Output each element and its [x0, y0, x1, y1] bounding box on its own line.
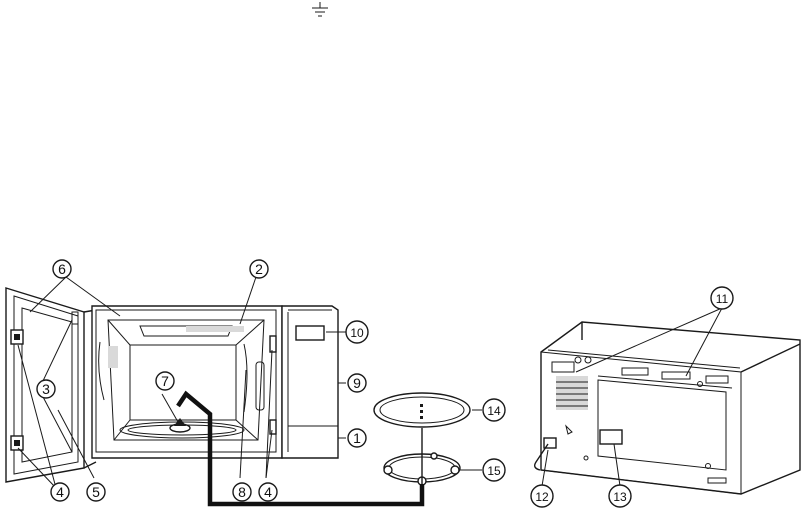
svg-text:5: 5 [92, 484, 100, 500]
svg-text:6: 6 [58, 261, 66, 277]
svg-text:11: 11 [716, 292, 729, 306]
control-panel [282, 306, 338, 458]
svg-text:3: 3 [42, 381, 50, 397]
callout-10: 10 [346, 321, 368, 343]
svg-text:4: 4 [56, 484, 64, 500]
svg-text:10: 10 [350, 326, 364, 340]
svg-text:13: 13 [613, 490, 627, 504]
svg-text:9: 9 [353, 375, 361, 391]
callout-5: 5 [87, 483, 105, 501]
callout-15: 15 [483, 459, 505, 481]
callout-9: 9 [348, 374, 366, 392]
svg-text:1: 1 [353, 430, 361, 446]
callout-11: 11 [711, 287, 733, 309]
glass-turntable [374, 393, 470, 452]
callout-13: 13 [609, 485, 631, 507]
svg-text:7: 7 [161, 373, 169, 389]
callout-12: 12 [531, 485, 553, 507]
svg-text:15: 15 [487, 464, 501, 478]
oven-body [92, 306, 282, 458]
oven-rear [535, 322, 800, 494]
rating-label [600, 430, 622, 444]
callout-2: 2 [250, 260, 268, 278]
svg-text:8: 8 [238, 484, 246, 500]
callout-7: 7 [156, 372, 174, 390]
callout-4-left: 4 [51, 483, 69, 501]
svg-text:2: 2 [255, 261, 263, 277]
callout-14: 14 [483, 399, 505, 421]
callout-3: 3 [37, 380, 55, 398]
callout-6: 6 [53, 260, 71, 278]
svg-text:14: 14 [487, 404, 501, 418]
callout-4-right: 4 [259, 483, 277, 501]
callout-8: 8 [233, 483, 251, 501]
ground-symbol-icon [312, 2, 328, 16]
callout-1: 1 [348, 429, 366, 447]
display-window [296, 326, 324, 340]
svg-text:12: 12 [535, 490, 549, 504]
svg-text:4: 4 [264, 484, 272, 500]
